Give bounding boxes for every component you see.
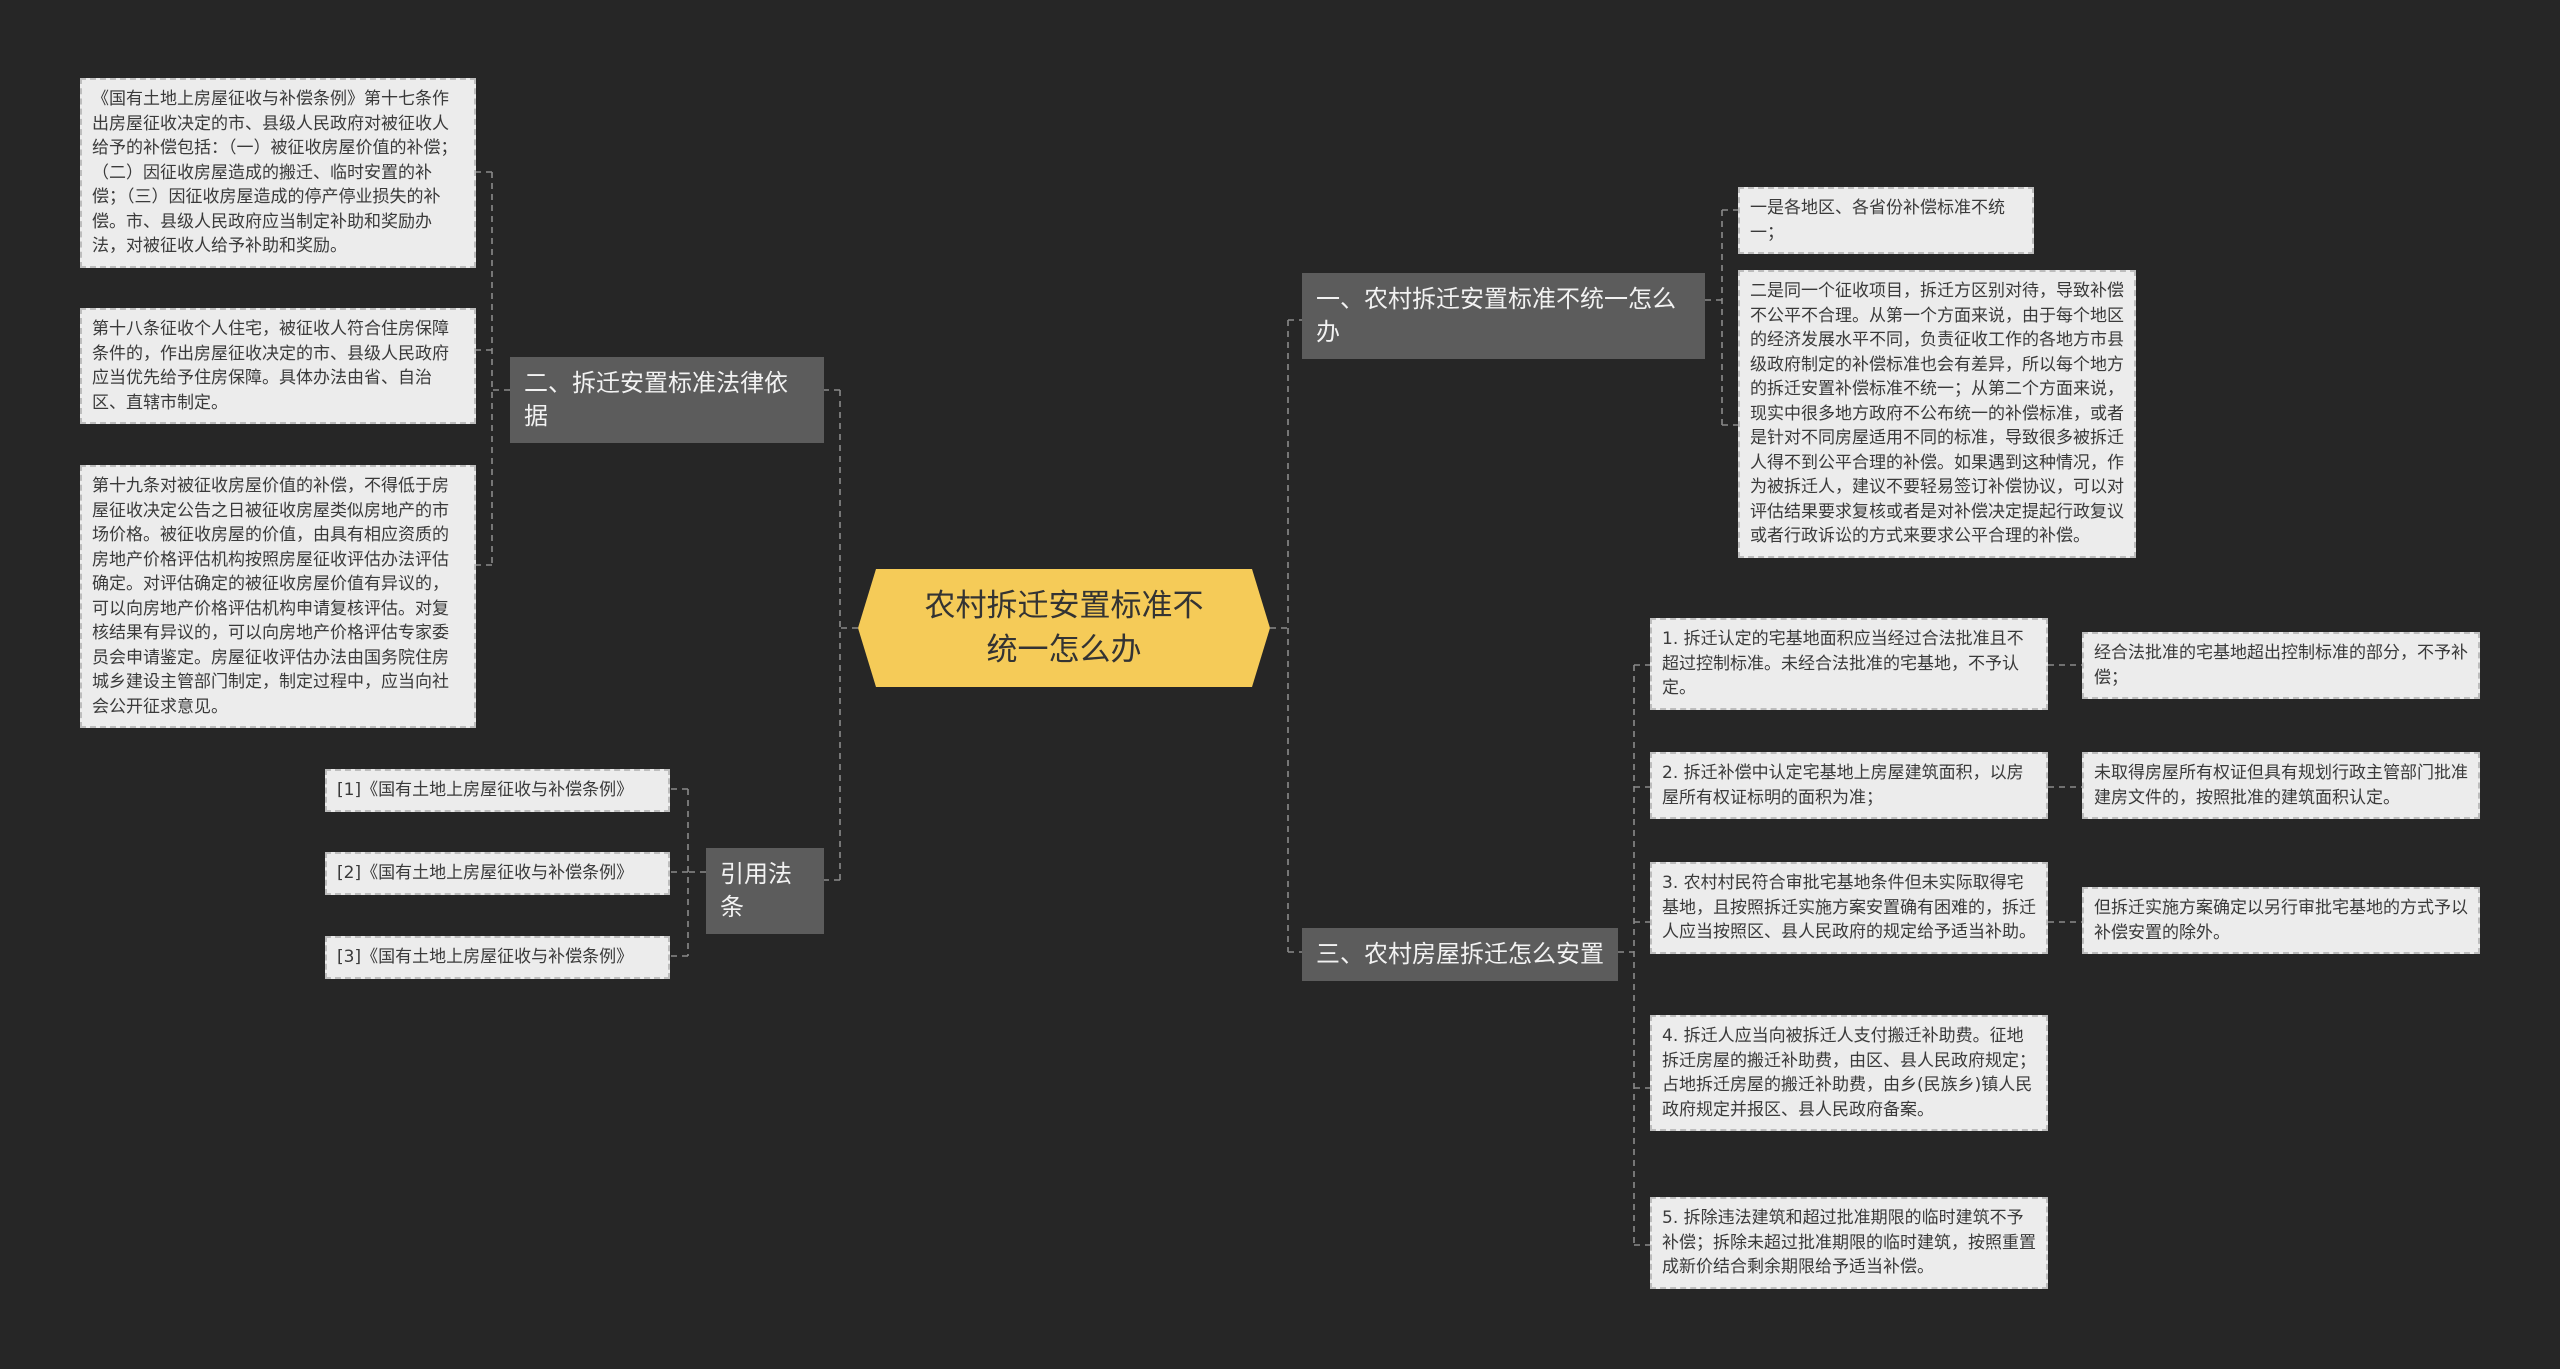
branch-inconsistent-standards-label: 一、农村拆迁安置标准不统一怎么办	[1316, 285, 1676, 346]
law-basis-item[interactable]: 第十八条征收个人住宅，被征收人符合住房保障条件的，作出房屋征收决定的市、县级人民…	[80, 308, 476, 424]
resettle-sub-item-text: 未取得房屋所有权证但具有规划行政主管部门批准建房文件的，按照批准的建筑面积认定。	[2094, 763, 2468, 808]
law-basis-item[interactable]: 《国有土地上房屋征收与补偿条例》第十七条作出房屋征收决定的市、县级人民政府对被征…	[80, 78, 476, 268]
resettle-sub-item-text: 经合法批准的宅基地超出控制标准的部分，不予补偿；	[2094, 643, 2468, 688]
citation-item-text: [3]《国有土地上房屋征收与补偿条例》	[337, 947, 634, 967]
law-basis-item-text: 第十八条征收个人住宅，被征收人符合住房保障条件的，作出房屋征收决定的市、县级人民…	[92, 319, 449, 413]
resettle-item[interactable]: 5. 拆除违法建筑和超过批准期限的临时建筑不予补偿；拆除未超过批准期限的临时建筑…	[1650, 1197, 2048, 1289]
branch-citations[interactable]: 引用法条	[706, 848, 824, 934]
inconsistent-item-text: 一是各地区、各省份补偿标准不统一；	[1750, 198, 2005, 243]
branch-law-basis[interactable]: 二、拆迁安置标准法律依据	[510, 357, 824, 443]
resettle-item[interactable]: 1. 拆迁认定的宅基地面积应当经过合法批准且不超过控制标准。未经合法批准的宅基地…	[1650, 618, 2048, 710]
citation-item[interactable]: [3]《国有土地上房屋征收与补偿条例》	[325, 936, 670, 979]
resettle-item[interactable]: 4. 拆迁人应当向被拆迁人支付搬迁补助费。征地拆迁房屋的搬迁补助费，由区、县人民…	[1650, 1015, 2048, 1131]
resettle-item-text: 2. 拆迁补偿中认定宅基地上房屋建筑面积，以房屋所有权证标明的面积为准；	[1662, 763, 2024, 808]
law-basis-item[interactable]: 第十九条对被征收房屋价值的补偿，不得低于房屋征收决定公告之日被征收房屋类似房地产…	[80, 465, 476, 728]
resettle-item-text: 3. 农村村民符合审批宅基地条件但未实际取得宅基地，且按照拆迁实施方案安置确有困…	[1662, 873, 2036, 942]
branch-resettlement-label: 三、农村房屋拆迁怎么安置	[1316, 940, 1604, 968]
branch-resettlement[interactable]: 三、农村房屋拆迁怎么安置	[1302, 928, 1618, 981]
inconsistent-item-text: 二是同一个征收项目，拆迁方区别对待，导致补偿不公平不合理。从第一个方面来说，由于…	[1750, 281, 2124, 546]
resettle-sub-item[interactable]: 未取得房屋所有权证但具有规划行政主管部门批准建房文件的，按照批准的建筑面积认定。	[2082, 752, 2480, 819]
branch-law-basis-label: 二、拆迁安置标准法律依据	[524, 369, 788, 430]
law-basis-item-text: 第十九条对被征收房屋价值的补偿，不得低于房屋征收决定公告之日被征收房屋类似房地产…	[92, 476, 449, 717]
resettle-sub-item-text: 但拆迁实施方案确定以另行审批宅基地的方式予以补偿安置的除外。	[2094, 898, 2468, 943]
inconsistent-item[interactable]: 一是各地区、各省份补偿标准不统一；	[1738, 187, 2034, 254]
resettle-item-text: 1. 拆迁认定的宅基地面积应当经过合法批准且不超过控制标准。未经合法批准的宅基地…	[1662, 629, 2024, 698]
citation-item[interactable]: [1]《国有土地上房屋征收与补偿条例》	[325, 769, 670, 812]
citation-item[interactable]: [2]《国有土地上房屋征收与补偿条例》	[325, 852, 670, 895]
resettle-sub-item[interactable]: 经合法批准的宅基地超出控制标准的部分，不予补偿；	[2082, 632, 2480, 699]
central-topic-label: 农村拆迁安置标准不统一怎么办	[924, 588, 1204, 668]
law-basis-item-text: 《国有土地上房屋征收与补偿条例》第十七条作出房屋征收决定的市、县级人民政府对被征…	[92, 89, 458, 256]
citation-item-text: [1]《国有土地上房屋征收与补偿条例》	[337, 780, 634, 800]
resettle-item[interactable]: 2. 拆迁补偿中认定宅基地上房屋建筑面积，以房屋所有权证标明的面积为准；	[1650, 752, 2048, 819]
branch-inconsistent-standards[interactable]: 一、农村拆迁安置标准不统一怎么办	[1302, 273, 1705, 359]
central-topic[interactable]: 农村拆迁安置标准不统一怎么办	[858, 569, 1270, 687]
resettle-item-text: 5. 拆除违法建筑和超过批准期限的临时建筑不予补偿；拆除未超过批准期限的临时建筑…	[1662, 1208, 2036, 1277]
inconsistent-item[interactable]: 二是同一个征收项目，拆迁方区别对待，导致补偿不公平不合理。从第一个方面来说，由于…	[1738, 270, 2136, 558]
branch-citations-label: 引用法条	[720, 860, 792, 921]
resettle-item-text: 4. 拆迁人应当向被拆迁人支付搬迁补助费。征地拆迁房屋的搬迁补助费，由区、县人民…	[1662, 1026, 2036, 1120]
citation-item-text: [2]《国有土地上房屋征收与补偿条例》	[337, 863, 634, 883]
resettle-item[interactable]: 3. 农村村民符合审批宅基地条件但未实际取得宅基地，且按照拆迁实施方案安置确有困…	[1650, 862, 2048, 954]
resettle-sub-item[interactable]: 但拆迁实施方案确定以另行审批宅基地的方式予以补偿安置的除外。	[2082, 887, 2480, 954]
